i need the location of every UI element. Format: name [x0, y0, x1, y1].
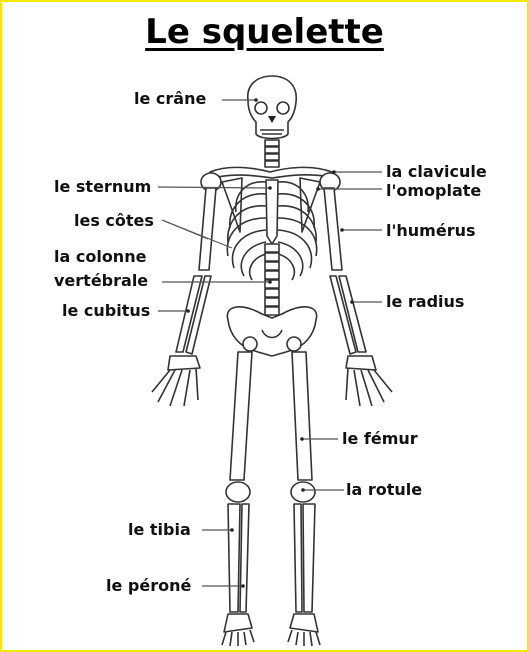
label-cotes: les côtes — [74, 212, 154, 230]
label-colonne-line1: la colonne — [54, 248, 146, 266]
label-cubitus: le cubitus — [62, 302, 150, 320]
skull — [248, 76, 296, 139]
leader-cotes-2 — [162, 220, 232, 248]
label-omoplate: l'omoplate — [386, 182, 481, 200]
label-colonne-line2: vertébrale — [54, 272, 148, 290]
label-humerus: l'humérus — [386, 222, 476, 240]
label-tibia: le tibia — [128, 521, 191, 539]
leader-sternum — [158, 187, 270, 188]
label-rotule: la rotule — [346, 481, 422, 499]
arm-right — [324, 188, 392, 406]
label-perone: le péroné — [106, 577, 191, 595]
label-sternum: le sternum — [54, 178, 151, 196]
label-clavicule: la clavicule — [386, 163, 487, 181]
scapula-left — [222, 178, 242, 232]
neck-vertebrae — [265, 140, 279, 167]
label-crane: le crâne — [134, 90, 206, 108]
leg-right — [288, 352, 320, 646]
label-radius: le radius — [386, 293, 464, 311]
leg-left — [222, 352, 254, 646]
arm-left — [152, 188, 216, 406]
spine — [265, 244, 279, 315]
label-femur: le fémur — [342, 430, 418, 448]
